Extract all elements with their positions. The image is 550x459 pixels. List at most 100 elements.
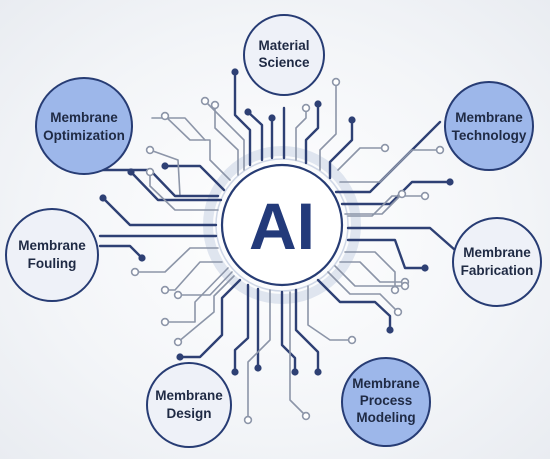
trace (307, 285, 353, 341)
trace (177, 271, 233, 296)
trace (334, 120, 442, 194)
terminal-dot (314, 100, 322, 108)
trace-terminals (99, 68, 454, 425)
terminal-dot (421, 264, 429, 272)
terminal-ring (397, 189, 407, 199)
terminal-ring (435, 145, 445, 155)
trace (339, 149, 441, 183)
trace (337, 147, 386, 171)
trace (328, 118, 354, 180)
node-membrane-fouling: Membrane Fouling (5, 208, 99, 302)
ai-center-node: AI (220, 163, 344, 287)
trace (164, 115, 231, 181)
terminal-ring (400, 281, 410, 291)
terminal-ring (390, 285, 400, 295)
trace (233, 283, 250, 374)
terminal-ring (301, 103, 311, 113)
terminal-dot (231, 68, 239, 76)
trace (164, 267, 229, 323)
terminal-dot (268, 114, 276, 122)
trace (327, 271, 399, 313)
terminal-dot (291, 368, 299, 376)
trace (346, 226, 457, 252)
node-label-line: Membrane (455, 110, 523, 125)
node-label-line: Fouling (28, 256, 77, 271)
terminal-ring (210, 100, 220, 110)
terminal-ring (420, 191, 430, 201)
node-label-line: Process (360, 393, 413, 408)
node-label-line: Optimization (43, 128, 125, 143)
node-membrane-fabrication: Membrane Fabrication (452, 217, 542, 307)
node-label-line: Membrane (463, 245, 531, 260)
node-label-line: Science (258, 55, 310, 70)
terminal-ring (380, 143, 390, 153)
trace (246, 110, 264, 162)
terminal-dot (231, 368, 239, 376)
trace (129, 170, 223, 202)
terminal-dot (386, 326, 394, 334)
terminal-ring (145, 145, 155, 155)
terminal-ring (160, 317, 170, 327)
terminal-ring (301, 411, 311, 421)
trace (316, 278, 392, 332)
terminal-ring (145, 167, 155, 177)
terminal-dot (446, 178, 454, 186)
node-membrane-optimization: Membrane Optimization (35, 77, 133, 175)
trace (163, 164, 226, 192)
node-membrane-design: Membrane Design (146, 362, 232, 448)
trace (346, 238, 427, 270)
node-membrane-technology: Membrane Technology (444, 81, 534, 171)
trace (334, 265, 406, 287)
terminal-ring (160, 285, 170, 295)
terminal-ring (331, 77, 341, 87)
trace (344, 193, 403, 215)
trace (134, 247, 219, 273)
terminal-dot (314, 368, 322, 376)
terminal-dot (244, 108, 252, 116)
trace (177, 275, 235, 343)
node-circle (243, 14, 325, 96)
terminal-ring (243, 415, 253, 425)
node-circle (444, 81, 534, 171)
trace (295, 107, 307, 161)
terminal-ring (200, 96, 210, 106)
trace (344, 251, 396, 291)
terminal-dot (127, 168, 135, 176)
ai-center-circle (220, 163, 344, 287)
terminal-dot (254, 364, 262, 372)
circuit-traces (98, 70, 457, 421)
ai-label: AI (249, 189, 315, 263)
node-label-line: Material (258, 38, 309, 53)
node-label-line: Membrane (50, 110, 118, 125)
node-circle (452, 217, 542, 307)
node-label-line: Fabrication (461, 263, 534, 278)
terminal-ring (393, 307, 403, 317)
trace (204, 100, 245, 171)
terminal-ring (173, 290, 183, 300)
terminal-dot (176, 353, 184, 361)
terminal-ring (347, 335, 357, 345)
node-label-line: Membrane (18, 238, 86, 253)
trace (98, 244, 144, 260)
terminal-ring (173, 337, 183, 347)
node-circle (341, 357, 431, 447)
trace (319, 81, 337, 171)
node-label-line: Membrane (155, 388, 223, 403)
trace (149, 171, 219, 211)
node-material-science: Material Science (243, 14, 325, 96)
trace (294, 288, 320, 374)
terminal-ring (160, 111, 170, 121)
trace (178, 278, 242, 359)
node-label-line: Modeling (356, 410, 415, 425)
node-label-line: Design (166, 406, 211, 421)
trace (280, 290, 297, 374)
trace (247, 289, 271, 421)
node-circle (35, 77, 133, 175)
node-label-line: Technology (452, 128, 527, 143)
trace (98, 168, 220, 198)
trace (101, 196, 218, 227)
node-circle (146, 362, 232, 448)
terminal-dot (348, 116, 356, 124)
